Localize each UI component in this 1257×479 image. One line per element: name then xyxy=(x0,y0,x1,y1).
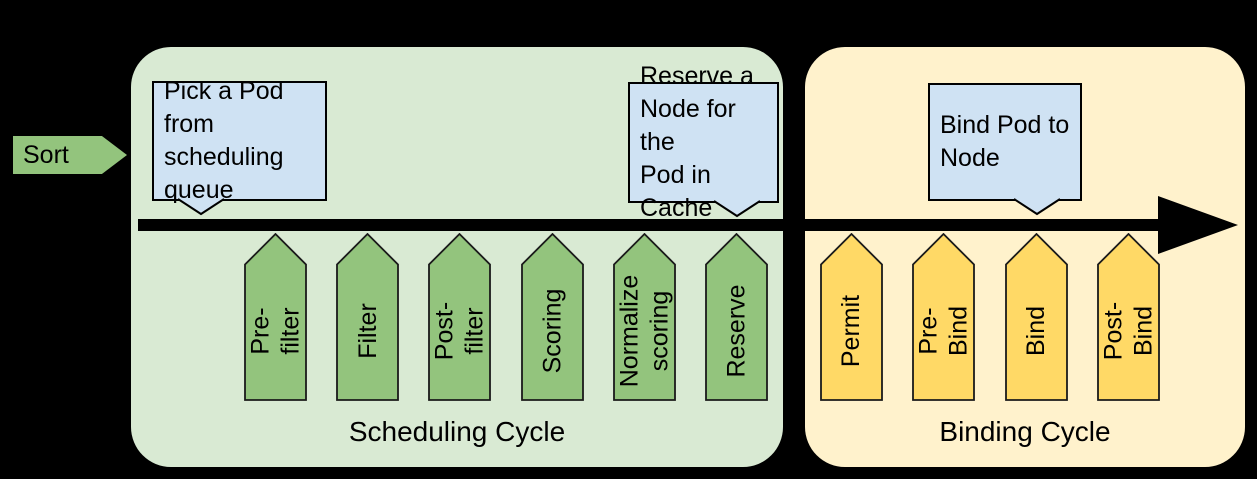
stage-scoring: Scoring xyxy=(521,233,584,401)
stage-pre-bind: Pre-Bind xyxy=(912,233,975,401)
binding-cycle-label: Binding Cycle xyxy=(939,416,1111,447)
callout-pick-pod-pointer-icon xyxy=(177,198,225,216)
callout-pick-pod: Pick a Pod from scheduling queue xyxy=(152,77,327,204)
scheduling-cycle-label: Scheduling Cycle xyxy=(348,416,566,447)
stage-arrow-icon xyxy=(521,233,584,401)
callout-bind-pod: Bind Pod to Node xyxy=(928,83,1082,201)
sort-label: Sort xyxy=(23,140,69,169)
stage-arrow-icon xyxy=(613,233,676,401)
callout-reserve-node: Reserve a Node for the Pod in Cache xyxy=(628,62,779,222)
stage-post-filter: Post-filter xyxy=(428,233,491,401)
stage-pre-filter: Pre-filter xyxy=(244,233,307,401)
stage-arrow-icon xyxy=(1005,233,1068,401)
stage-permit-label: Permit xyxy=(837,294,866,368)
stage-pre-bind-label: Pre-Bind xyxy=(914,305,973,357)
stage-permit: Permit xyxy=(820,233,883,401)
stage-filter-label: Filter xyxy=(353,303,382,359)
callout-bind-pod-text: Bind Pod to Node xyxy=(940,111,1070,172)
timeline-arrowhead-icon xyxy=(1158,196,1238,254)
stage-arrow-icon xyxy=(912,233,975,401)
stage-arrow-icon xyxy=(1097,233,1160,401)
stage-normalize-scoring: Normalize scoring xyxy=(613,233,676,401)
stage-arrow-icon xyxy=(336,233,399,401)
stage-reserve: Reserve xyxy=(705,233,768,401)
stage-bind: Bind xyxy=(1005,233,1068,401)
stage-reserve-label: Reserve xyxy=(722,284,751,378)
stage-post-bind-label: Post-Bind xyxy=(1099,301,1158,361)
callout-pick-pod-text: Pick a Pod from scheduling queue xyxy=(164,77,284,204)
sort-step-arrow: Sort xyxy=(13,136,127,174)
stage-post-filter-label: Post-filter xyxy=(430,301,489,361)
stage-arrow-icon xyxy=(244,233,307,401)
stage-pre-filter-label: Pre-filter xyxy=(246,307,305,355)
stage-post-bind: Post-Bind xyxy=(1097,233,1160,401)
stage-arrow-icon xyxy=(705,233,768,401)
stage-bind-label: Bind xyxy=(1022,305,1051,357)
timeline-bar xyxy=(138,219,1163,231)
stage-scoring-label: Scoring xyxy=(538,288,567,374)
callout-reserve-node-pointer-icon xyxy=(713,200,761,218)
stage-normalize-scoring-label: Normalize scoring xyxy=(615,274,674,388)
stage-arrow-icon xyxy=(820,233,883,401)
stage-filter: Filter xyxy=(336,233,399,401)
callout-bind-pod-pointer-icon xyxy=(1013,198,1061,216)
stage-arrow-icon xyxy=(428,233,491,401)
callout-reserve-node-text: Reserve a Node for the Pod in Cache xyxy=(640,62,754,222)
